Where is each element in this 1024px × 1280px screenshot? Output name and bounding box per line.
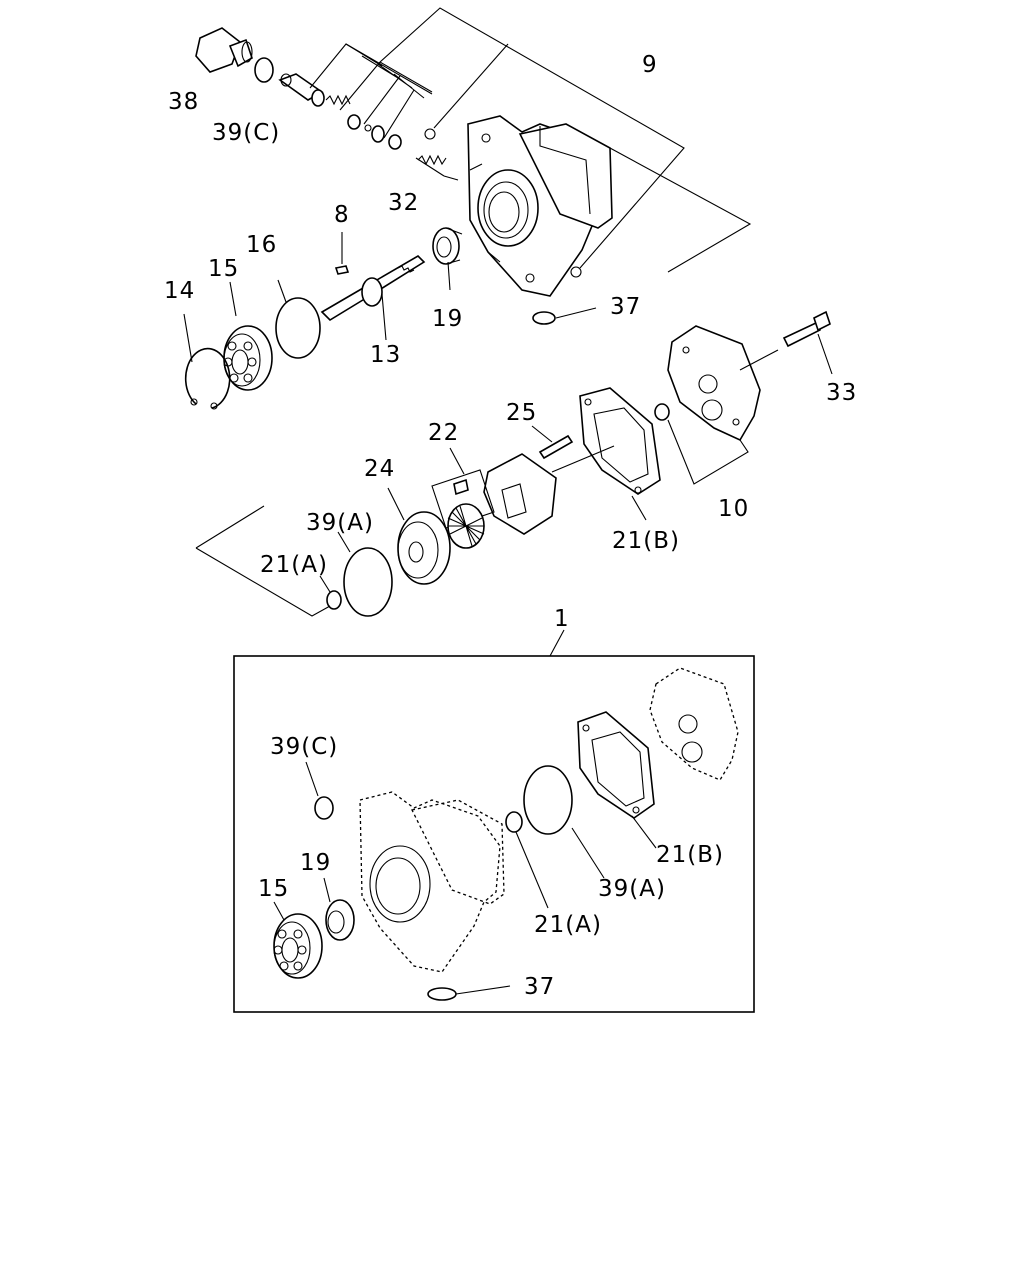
label-21a-kit: 21(A) (534, 912, 602, 938)
label-21a-top: 21(A) (260, 552, 328, 578)
label-14: 14 (164, 278, 195, 304)
kit-39c-oring (314, 796, 334, 820)
label-15-kit: 15 (258, 876, 289, 902)
part-cam-ring (483, 453, 557, 535)
part-39a-oring (343, 547, 393, 617)
label-37-top: 37 (610, 294, 641, 320)
label-9: 9 (642, 52, 658, 78)
label-10: 10 (718, 496, 749, 522)
part-39c-oring (254, 57, 274, 83)
label-22: 22 (428, 420, 459, 446)
kit-19-bearing (323, 877, 355, 941)
part-14-snap-ring (183, 313, 231, 410)
label-8: 8 (334, 202, 350, 228)
kit-39a-oring (523, 765, 573, 835)
part-38-fitting (195, 27, 253, 73)
label-32: 32 (388, 190, 419, 216)
part-37-oring (532, 311, 556, 325)
part-16-washer (275, 297, 321, 359)
part-15-ball-bearing (223, 281, 273, 391)
kit-21a-oring (505, 811, 523, 833)
part-10-cover (667, 325, 779, 442)
kit-cover (649, 667, 739, 781)
part-25-pin (531, 425, 574, 460)
label-21b-kit: 21(B) (656, 842, 724, 868)
label-39a-top: 39(A) (306, 510, 374, 536)
kit-housing (359, 791, 505, 973)
part-33-bolt (782, 310, 833, 375)
label-39a-kit: 39(A) (598, 876, 666, 902)
label-16: 16 (246, 232, 277, 258)
part-24-side-plate (387, 487, 451, 585)
part-21b-gasket (579, 387, 661, 521)
label-15-top: 15 (208, 256, 239, 282)
part-rotor (447, 503, 485, 549)
label-39c-kit: 39(C) (270, 734, 338, 760)
label-19-top: 19 (432, 306, 463, 332)
kit-box (233, 655, 755, 1013)
valve-spool-group (278, 73, 402, 150)
part-22-vane (431, 447, 495, 529)
label-24: 24 (364, 456, 395, 482)
label-13: 13 (370, 342, 401, 368)
kit-37-oring (427, 987, 457, 1001)
label-33: 33 (826, 380, 857, 406)
part-21a-oring (326, 590, 342, 610)
kit-21b-gasket (577, 711, 657, 849)
part-13-shaft (320, 254, 426, 341)
part-32-plug (415, 154, 459, 181)
label-39c-top: 39(C) (212, 120, 280, 146)
part-8-key (334, 265, 350, 275)
part-9-housing (467, 115, 613, 297)
part-19-bearing (432, 227, 463, 291)
label-25: 25 (506, 400, 537, 426)
label-19-kit: 19 (300, 850, 331, 876)
label-21b-top: 21(B) (612, 528, 680, 554)
label-37-kit: 37 (524, 974, 555, 1000)
label-38: 38 (168, 89, 199, 115)
kit-15-ball-bearing (273, 901, 323, 979)
label-1: 1 (554, 606, 570, 632)
